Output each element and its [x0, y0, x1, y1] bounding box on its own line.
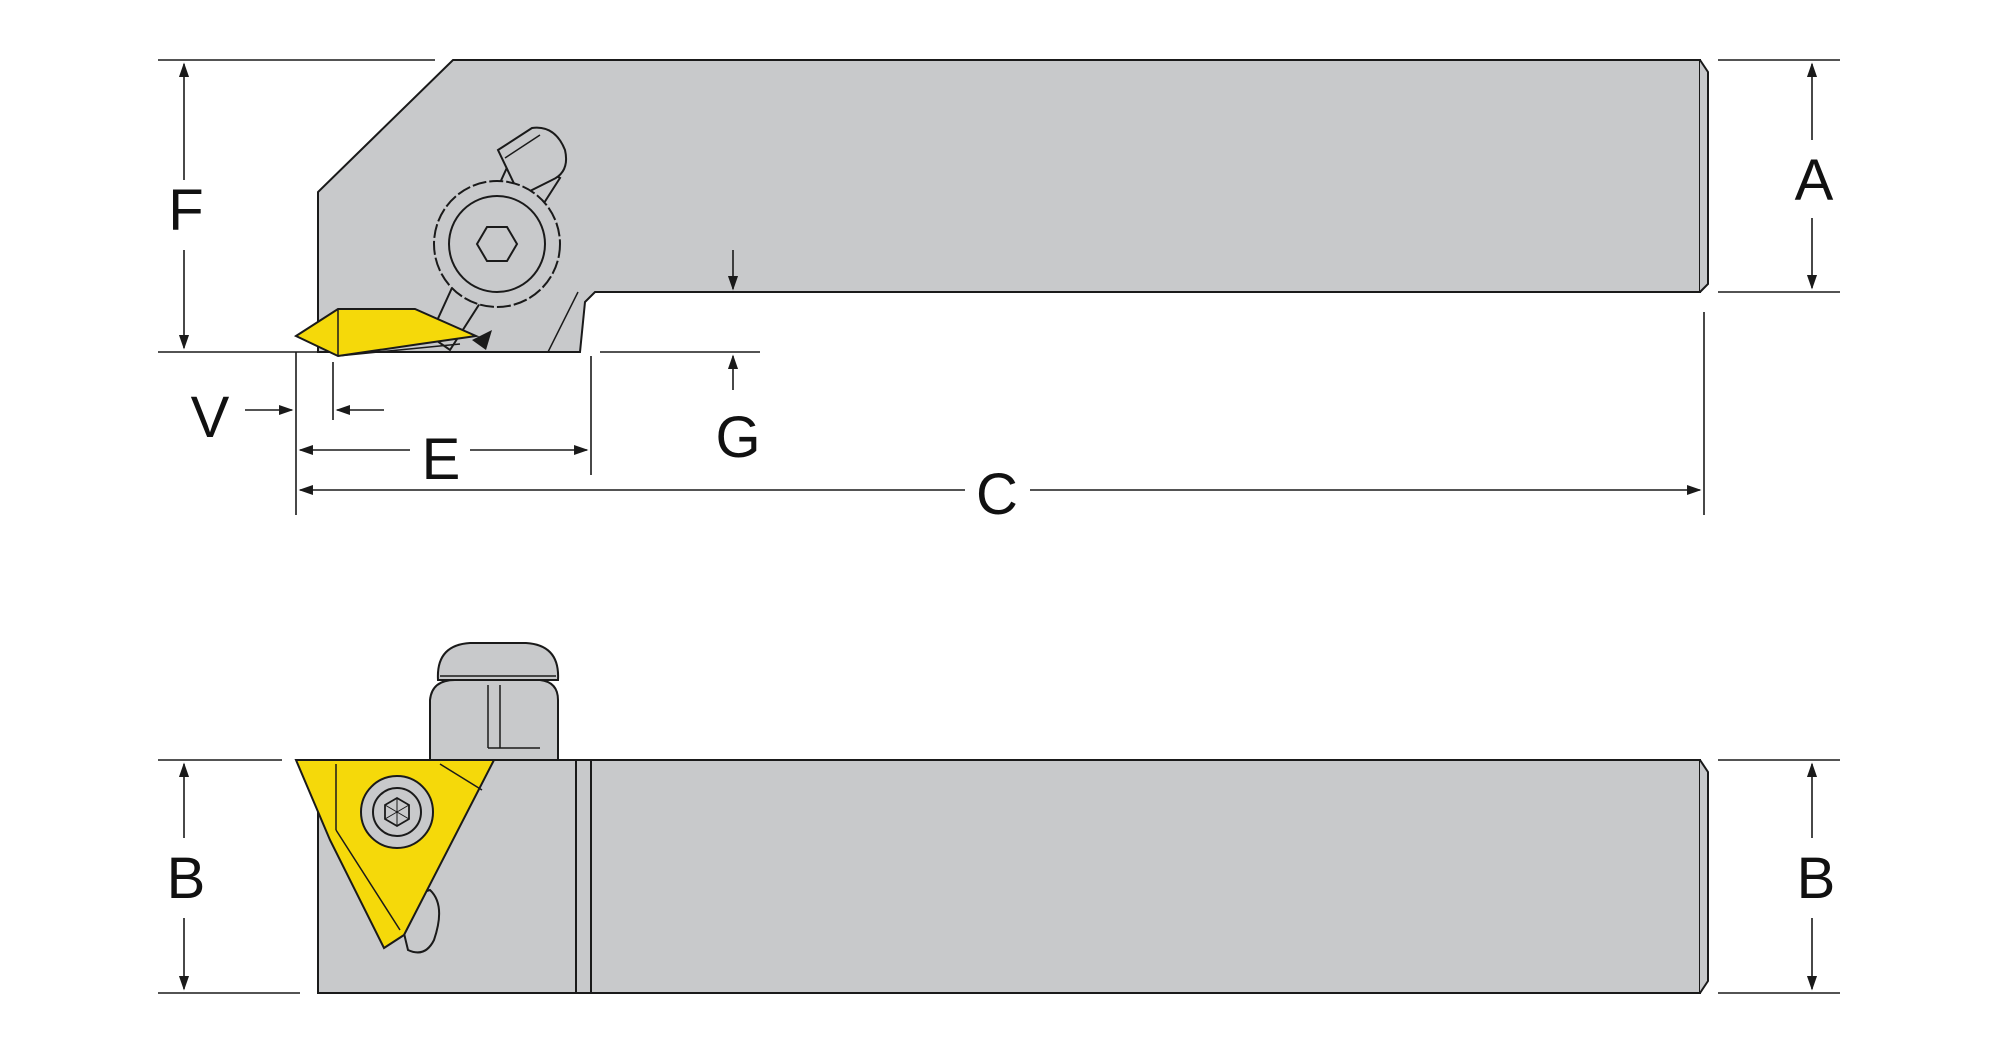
insert-screw: [360, 775, 434, 849]
label-b-left: B: [167, 846, 206, 911]
label-f: F: [168, 178, 203, 243]
top-view: [293, 59, 1709, 358]
hex-socket-icon: [475, 226, 519, 262]
label-v: V: [191, 385, 230, 450]
pocket-relief-line: [547, 291, 579, 353]
clamp-tip: [472, 330, 492, 350]
clamp-block-side: [429, 679, 559, 761]
head-groove: [575, 759, 592, 994]
label-b-right: B: [1797, 846, 1836, 911]
label-a: A: [1795, 148, 1834, 213]
dimensions-side: [158, 759, 1840, 994]
dimension-labels: F A V E G C B B: [167, 148, 1836, 911]
dimensions-top: [158, 59, 1840, 515]
shank-end-edge-side: [1699, 759, 1709, 994]
insert-side: [294, 759, 496, 950]
label-g: G: [715, 405, 760, 470]
shank-end-edge-top: [1699, 59, 1709, 293]
screw-head-side: [436, 642, 560, 681]
shank-side: [590, 759, 1701, 994]
clamp-screw: [433, 180, 561, 308]
label-c: C: [976, 462, 1018, 527]
label-e: E: [422, 427, 461, 492]
side-view: [294, 642, 1709, 994]
